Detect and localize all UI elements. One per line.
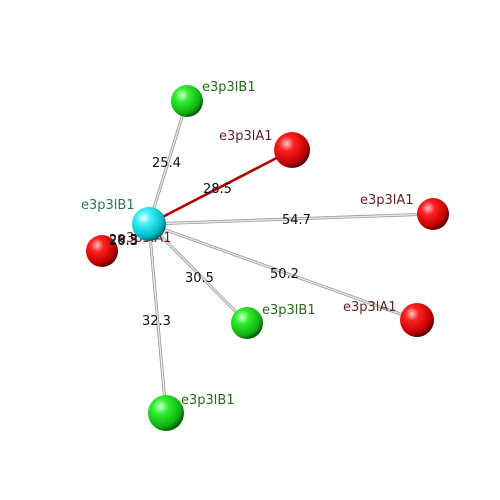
distance-label-n4: 50.2 — [270, 267, 299, 282]
distance-label-n6: 32.3 — [142, 314, 171, 329]
node-n2: e3p3lA1 — [219, 129, 310, 168]
node-n7 — [86, 235, 118, 267]
node-label-n4: e3p3lA1 — [343, 300, 397, 315]
cyan-sphere-icon — [132, 207, 166, 241]
bond-n4 — [148, 222, 418, 322]
node-center: e3p3lB1 — [81, 198, 166, 241]
node-n1: e3p3lB1 — [171, 80, 256, 117]
node-n5: e3p3lB1 — [231, 303, 316, 339]
green-sphere-icon — [231, 307, 263, 339]
red-sphere-icon — [400, 303, 434, 337]
bond-n6 — [147, 223, 168, 414]
bond-n5 — [147, 222, 249, 325]
node-n6: e3p3lB1 — [148, 393, 235, 431]
node-label-n3: e3p3lA1 — [360, 193, 414, 208]
center-label: e3p3lB1 — [81, 198, 135, 213]
node-label-n5: e3p3lB1 — [262, 303, 316, 318]
red-sphere-icon — [274, 132, 310, 168]
distance-label-n2: 28.5 — [203, 182, 232, 197]
green-sphere-icon — [171, 85, 203, 117]
green-sphere-icon — [148, 395, 184, 431]
overlap-label-3: 26.3 — [109, 234, 138, 249]
node-n3: e3p3lA1 — [360, 193, 449, 230]
bond-n3 — [148, 212, 434, 226]
red-sphere-icon — [86, 235, 118, 267]
bond-n1 — [147, 100, 189, 225]
distance-label-n1: 25.4 — [152, 156, 181, 171]
distance-label-n5: 30.5 — [185, 271, 214, 286]
node-label-n6: e3p3lB1 — [181, 393, 235, 408]
red-sphere-icon — [417, 198, 449, 230]
overlap-label-2: 29.5 — [109, 233, 138, 248]
bond-n2 — [148, 148, 293, 226]
node-label-n2: e3p3lA1 — [219, 129, 273, 144]
node-label-n1: e3p3lB1 — [202, 80, 256, 95]
node-n4: e3p3lA1 — [343, 300, 434, 337]
distance-label-n3: 54.7 — [282, 213, 311, 228]
